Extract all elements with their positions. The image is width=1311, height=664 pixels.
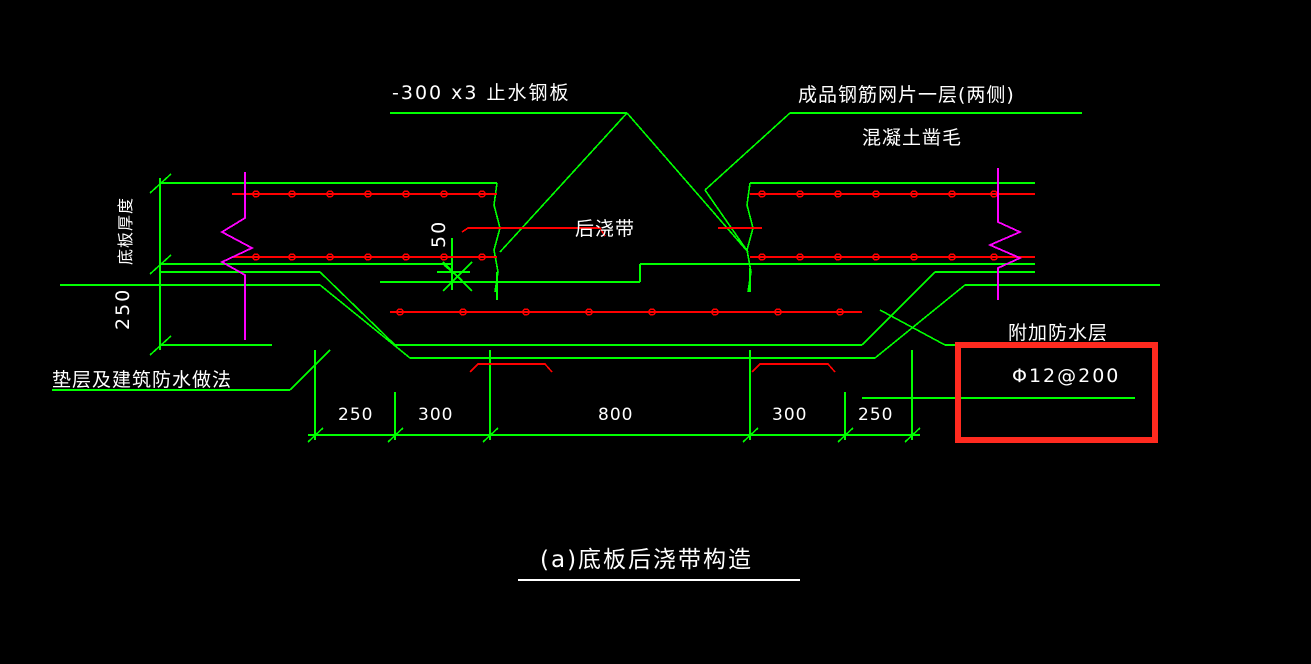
label-pour-strip: 后浇带 (575, 218, 636, 240)
hdim-value-5: 250 (858, 405, 894, 425)
waterstop-plate-right (751, 363, 836, 373)
hdim-value-3: 800 (598, 405, 634, 425)
hdim-value-4: 300 (772, 405, 808, 425)
label-waterstop: -300 x3 止水钢板 (392, 82, 571, 104)
leader-v-left-waterstop (499, 112, 628, 253)
vdim-tick-bottom (149, 335, 172, 356)
label-vdim-250: 250 (112, 287, 134, 330)
haunch-slope-right-inner (861, 271, 936, 346)
hdim-tick-3 (482, 427, 499, 443)
label-mesh: 成品钢筋网片一层(两侧) (798, 84, 1015, 106)
haunch-slope-left-inner (319, 271, 396, 346)
hdim-tick-5 (837, 427, 854, 443)
hdim-tick-1 (307, 427, 324, 443)
rebar-dot-group (252, 190, 998, 316)
waterstop-plate-left (469, 363, 553, 373)
haunch-slope-right-outer (874, 284, 966, 359)
hdim-tick-6 (904, 427, 921, 443)
break-line-right (987, 168, 1023, 300)
dimension-group (149, 173, 921, 443)
label-waterproof-layer: 附加防水层 (1008, 322, 1109, 344)
label-roughening: 混凝土凿毛 (862, 127, 963, 149)
label-rebar-spec: Φ12@200 (1012, 365, 1121, 387)
rebar-hook-left (461, 227, 606, 237)
highlight-box (955, 342, 1158, 443)
label-gap-50: 50 (428, 219, 450, 248)
hdim-value-1: 250 (338, 405, 374, 425)
hdim-value-2: 300 (418, 405, 454, 425)
leader-cushion-slope (289, 349, 331, 391)
hdim-tick-2 (387, 427, 404, 443)
drawing-title: (a)底板后浇带构造 (540, 547, 754, 573)
leader-v-right-waterstop (626, 112, 749, 253)
break-line-left (220, 172, 255, 340)
center-cross-b (442, 261, 473, 292)
vdim-tick-top (149, 173, 172, 194)
label-cushion: 垫层及建筑防水做法 (52, 369, 233, 391)
vdim-tick-mid (149, 254, 172, 275)
leader-mesh-to-joint (704, 112, 791, 191)
haunch-slope-left-outer (319, 284, 411, 359)
break-line-group (220, 168, 1023, 340)
leader-line-group (52, 112, 1135, 399)
leader-waterproof-slope (879, 309, 946, 346)
hdim-tick-4 (742, 427, 759, 443)
leader-roughening (704, 189, 749, 253)
label-slab-thickness: 底板厚度 (116, 196, 135, 265)
slab-outline-group (60, 182, 1160, 359)
